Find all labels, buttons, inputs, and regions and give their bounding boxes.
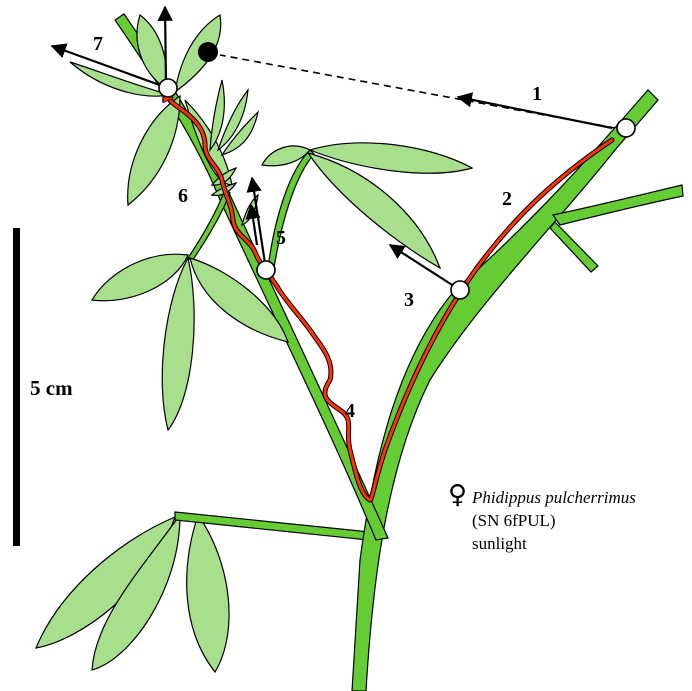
target-dot [198,42,218,62]
step-label-2: 2 [502,188,512,210]
arrow-7-b [165,7,166,85]
light-condition: sunlight [472,534,527,553]
middle-right-leaves [262,143,472,268]
node-7 [159,79,177,97]
upper-leaf-4 [128,96,180,205]
scale-bar-label: 5 cm [30,376,73,400]
female-symbol: ♀ [448,480,467,510]
node-start [617,119,635,137]
node-5 [257,261,275,279]
middle-petiole [188,190,230,261]
middle-leaf-2 [162,258,194,430]
step-label-5: 5 [276,227,286,249]
step-label-7: 7 [93,33,103,55]
scale-bar [13,228,20,546]
step-label-6: 6 [178,185,188,207]
lower-leaf-cluster [36,512,380,672]
side-branch-right-small [550,222,598,272]
step-label-4: 4 [345,400,355,422]
upper-leaf-1 [137,15,166,88]
species-name: Phidippus pulcherrimus [471,488,636,507]
step-label-1: 1 [532,83,542,105]
species-caption: ♀ Phidippus pulcherrimus (SN 6fPUL) sunl… [448,480,636,553]
node-3 [451,281,469,299]
right-petiole [268,150,314,268]
specimen-id: (SN 6fPUL) [472,511,556,530]
step-label-3: 3 [404,289,414,311]
lower-leaf-3 [187,515,229,672]
main-stem [352,90,658,691]
